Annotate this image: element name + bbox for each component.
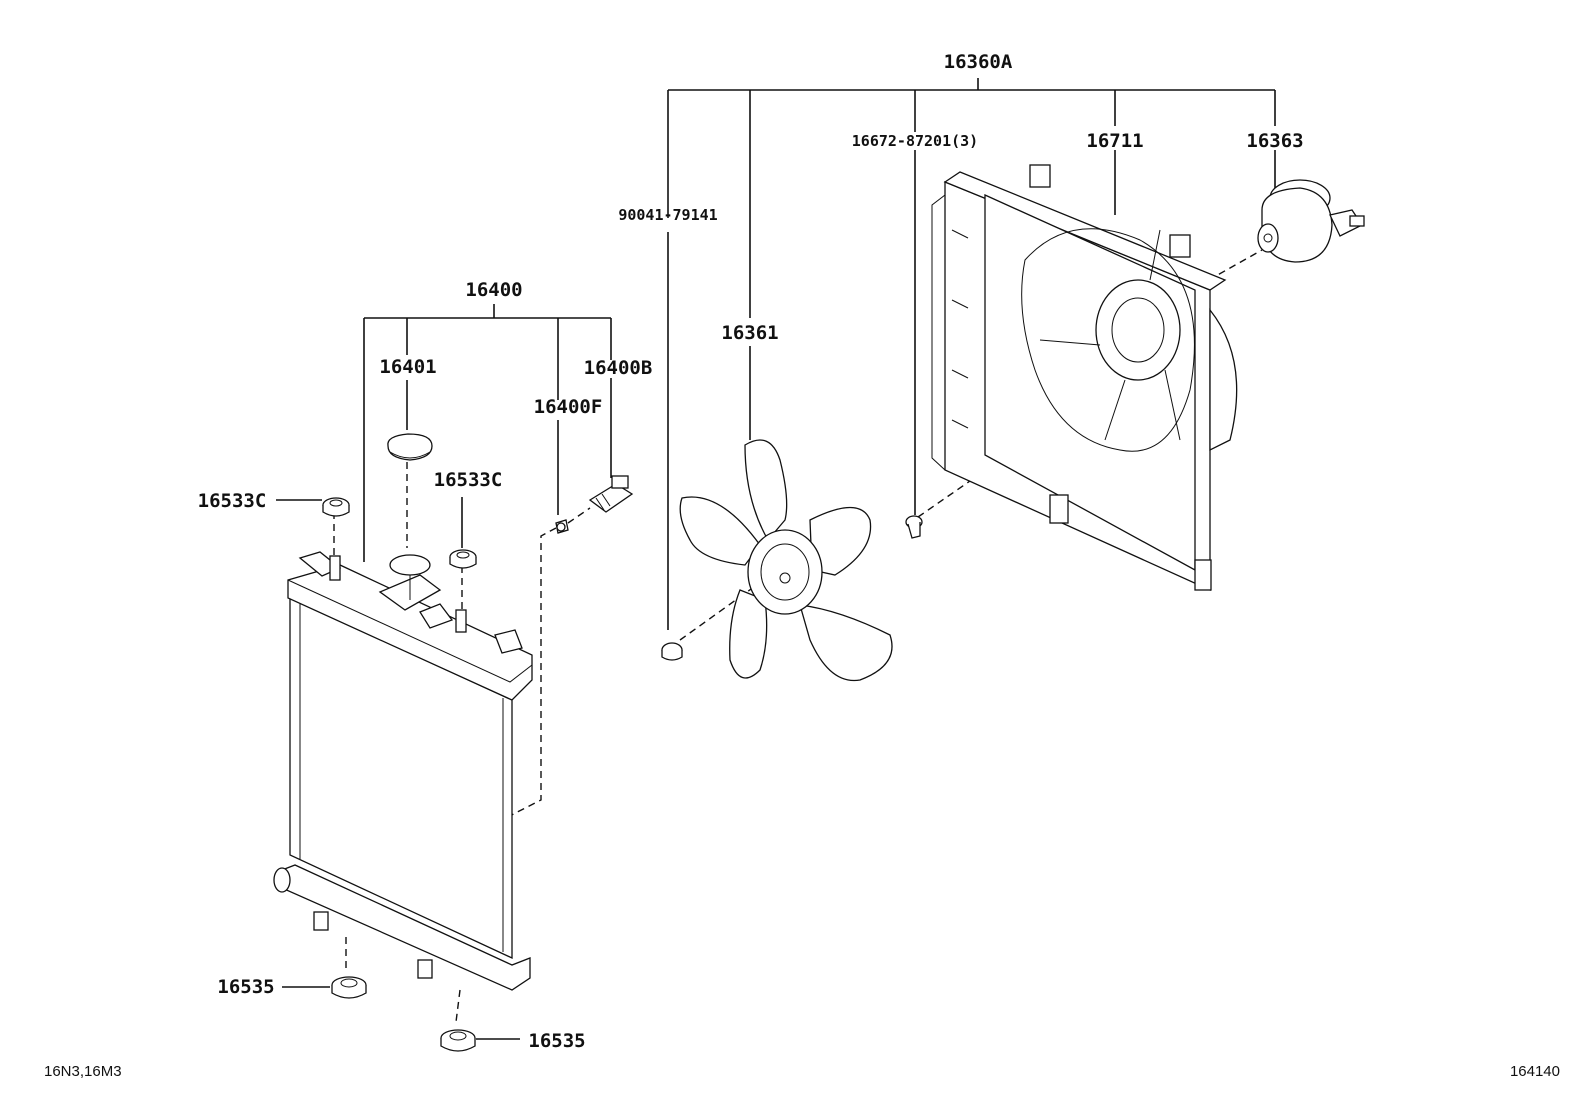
fan-motor [1257, 179, 1365, 263]
figure-number: 164140 [1510, 1063, 1560, 1080]
applicability-note: 16N3,16M3 [44, 1063, 122, 1080]
drain-cock [588, 475, 634, 513]
shroud-bolt [905, 515, 923, 539]
label-16400f: 16400F [534, 396, 603, 418]
support-lower-right [440, 1029, 476, 1052]
label-16360a: 16360A [944, 51, 1013, 73]
cooling-fan [679, 439, 893, 682]
label-16400b: 16400B [584, 357, 653, 379]
drain-plug [555, 519, 569, 534]
cushion-upper-left [322, 497, 350, 517]
label-16535-left: 16535 [217, 976, 274, 998]
label-16533c-left: 16533C [198, 490, 267, 512]
radiator-cap [387, 433, 433, 461]
cushion-upper-right [449, 549, 477, 569]
radiator-assembly-leaders [276, 304, 612, 1040]
label-16535-right: 16535 [528, 1030, 585, 1052]
fan-nut [661, 642, 683, 661]
label-16672-87201: 16672-87201(3) [852, 132, 978, 150]
label-16400: 16400 [465, 279, 522, 301]
label-16711: 16711 [1086, 130, 1143, 152]
label-90041-79141: 90041-79141 [618, 206, 717, 224]
label-16533c-right: 16533C [434, 469, 503, 491]
fan-shroud [931, 164, 1238, 592]
label-16363: 16363 [1246, 130, 1303, 152]
support-lower-left [331, 976, 367, 999]
radiator-core [273, 551, 533, 991]
label-16361: 16361 [721, 322, 778, 344]
label-16401: 16401 [379, 356, 436, 378]
fan-assembly-leaders [667, 78, 1276, 630]
